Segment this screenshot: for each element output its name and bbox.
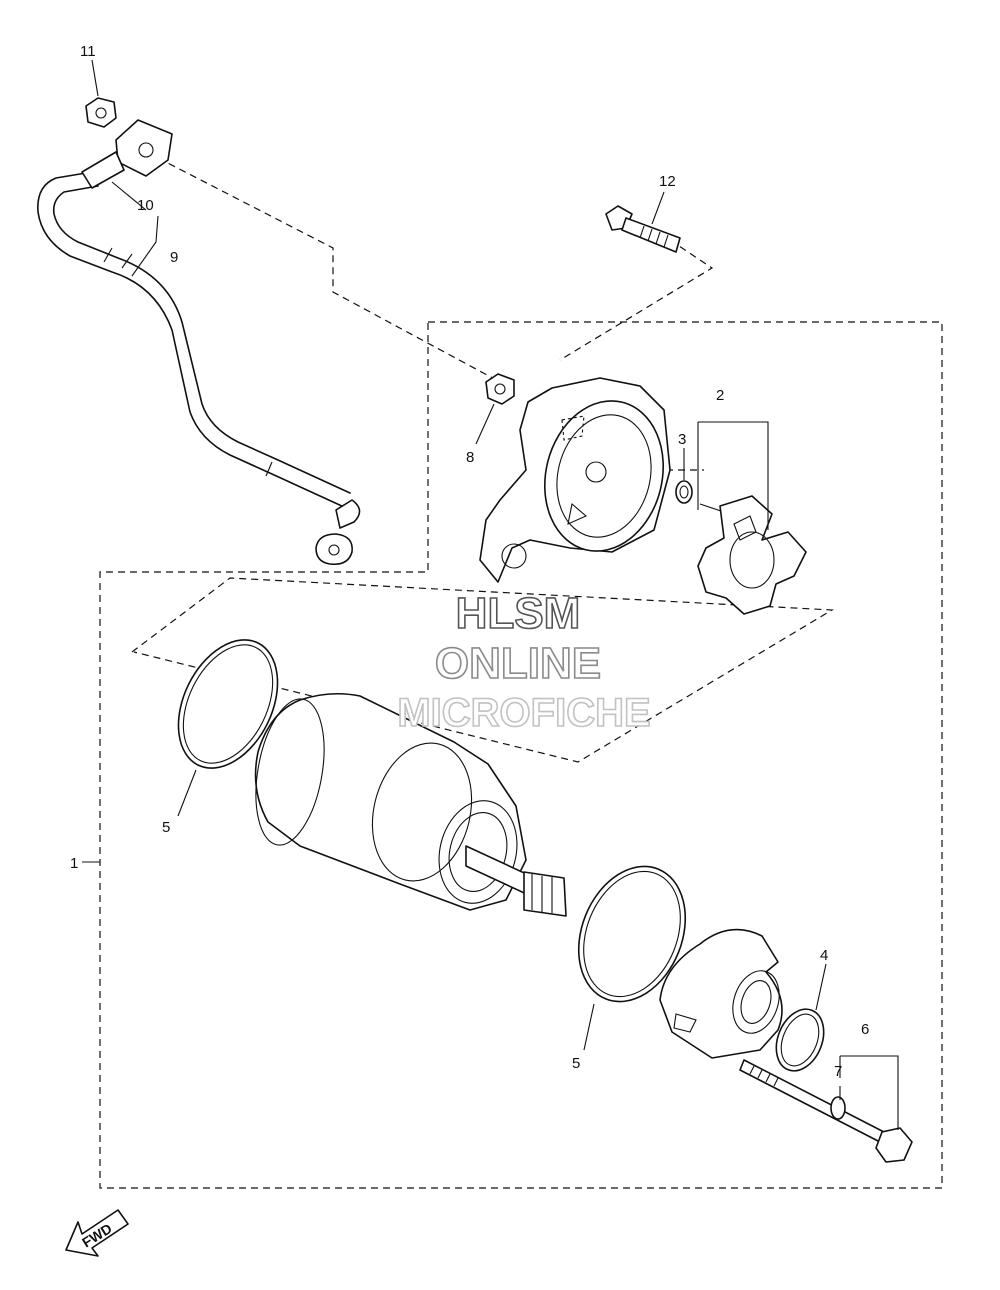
rear-cover[interactable] — [659, 928, 787, 1059]
o-ring-part-5-lower[interactable] — [559, 850, 704, 1017]
watermark-line-2: ONLINE — [435, 639, 601, 688]
starter-cable-part-9[interactable] — [37, 171, 351, 508]
leader-dashed-cable — [157, 157, 501, 383]
fwd-direction-arrow: FWD — [65, 1209, 129, 1257]
front-cover-housing[interactable] — [479, 377, 679, 583]
callout-5-lower: 5 — [572, 1055, 580, 1072]
brush-holder-part-2[interactable] — [697, 495, 807, 615]
leader-dashed-bolt — [559, 239, 714, 361]
assembly-boundary-dashed — [99, 321, 943, 1189]
callout-leaders — [82, 59, 899, 1130]
callout-3: 3 — [678, 431, 686, 448]
o-ring-part-4[interactable] — [768, 1002, 833, 1078]
starter-yoke[interactable] — [246, 692, 567, 917]
cable-terminal-part-10[interactable] — [81, 119, 173, 189]
callout-6: 6 — [861, 1021, 869, 1038]
callout-2: 2 — [716, 387, 724, 404]
washer-part-7[interactable] — [830, 1096, 846, 1120]
callout-7: 7 — [834, 1063, 842, 1080]
callout-9: 9 — [170, 249, 178, 266]
o-ring-part-3[interactable] — [675, 480, 693, 504]
nut-part-11[interactable] — [85, 97, 117, 128]
callout-1: 1 — [70, 855, 78, 872]
callout-5-upper: 5 — [162, 819, 170, 836]
callout-8: 8 — [466, 449, 474, 466]
watermark-line-3: MICROFICHE — [397, 691, 650, 735]
callout-4: 4 — [820, 947, 828, 964]
o-ring-part-5-upper[interactable] — [159, 624, 298, 785]
callout-12: 12 — [659, 173, 676, 190]
cable-ring-terminal[interactable] — [315, 499, 361, 566]
through-bolt-part-6[interactable] — [739, 1059, 913, 1163]
callout-11: 11 — [80, 43, 96, 60]
fwd-arrow-icon — [65, 1209, 129, 1257]
watermark-line-1: HLSM — [456, 589, 581, 638]
nut-part-8[interactable] — [485, 373, 515, 405]
leader-dashed-plate — [131, 577, 834, 763]
callout-10: 10 — [137, 197, 154, 214]
bolt-part-12[interactable] — [605, 205, 681, 253]
